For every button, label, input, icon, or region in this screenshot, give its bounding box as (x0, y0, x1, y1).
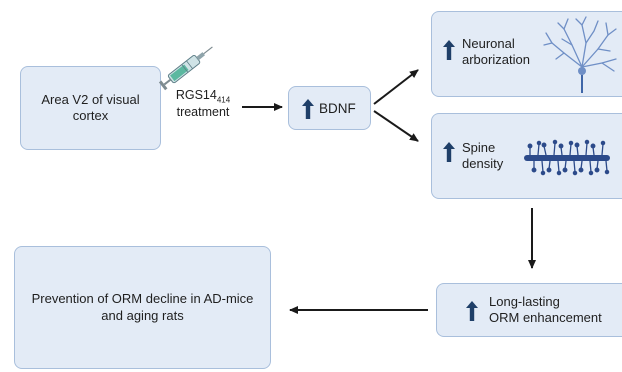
orm-line1: Long-lasting (489, 294, 560, 309)
prevention-line1: Prevention of ORM decline in AD-mice (31, 291, 254, 307)
up-arrow-icon (302, 99, 314, 119)
arborization-line2: arborization (462, 51, 530, 67)
spine-density-box: Spine density (431, 113, 622, 199)
arborization-box: Neuronal arborization (431, 11, 622, 97)
prevention-box: Prevention of ORM decline in AD-mice and… (14, 246, 271, 369)
area-v2-line1: Area V2 of visual (41, 91, 140, 107)
arborization-line1: Neuronal (462, 36, 515, 51)
prevention-line2: and aging rats (101, 307, 184, 323)
orm-enhancement-label: Long-lasting ORM enhancement (489, 294, 602, 325)
treatment-subscript: 414 (216, 95, 231, 105)
up-arrow-icon (466, 301, 478, 321)
spine-line1: Spine (462, 140, 496, 155)
arrow-bdnf-to-arborization (373, 69, 419, 105)
orm-enhancement-box: Long-lasting ORM enhancement (436, 283, 622, 337)
area-v2-box: Area V2 of visual cortex (20, 66, 161, 150)
arborization-label: Neuronal arborization (462, 36, 530, 67)
dendrite-spine-icon (524, 139, 610, 176)
bdnf-box: BDNF (288, 86, 371, 130)
neuron-icon (543, 16, 617, 93)
treatment-name: RGS14 (175, 88, 217, 102)
bdnf-label: BDNF (319, 101, 356, 116)
up-arrow-icon (443, 40, 455, 60)
spine-density-label: Spine density (462, 140, 503, 171)
up-arrow-icon (443, 142, 455, 162)
treatment-label: RGS14414 treatment (167, 88, 239, 120)
arrow-bdnf-to-spine (373, 110, 419, 142)
spine-line2: density (462, 155, 504, 171)
area-v2-line2: cortex (72, 108, 109, 123)
orm-line2: ORM enhancement (489, 309, 602, 325)
treatment-word: treatment (176, 105, 230, 120)
